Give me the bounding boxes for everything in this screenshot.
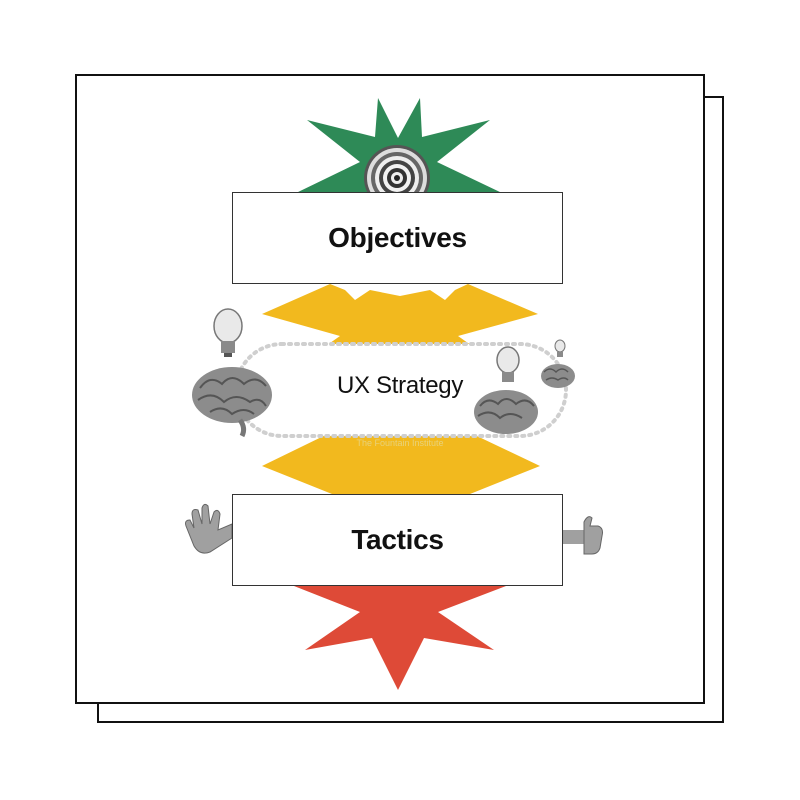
tactics-label: Tactics	[351, 524, 444, 555]
lightbulb-icon	[213, 308, 243, 357]
objectives-box: Objectives	[232, 192, 563, 284]
objectives-label: Objectives	[328, 222, 467, 253]
thumbs-up-icon	[562, 516, 603, 555]
lightbulb-icon	[496, 346, 520, 382]
brain-icon	[192, 367, 272, 438]
raised-hand-icon	[185, 503, 233, 554]
lightbulb-icon	[554, 339, 566, 357]
ux-strategy-label: UX Strategy	[336, 372, 464, 399]
credit-text: The Fountain Institute	[356, 438, 444, 448]
red-starburst	[294, 586, 506, 690]
brain-icon	[474, 390, 538, 434]
tactics-box: Tactics	[232, 494, 563, 586]
brain-icon	[541, 364, 575, 388]
